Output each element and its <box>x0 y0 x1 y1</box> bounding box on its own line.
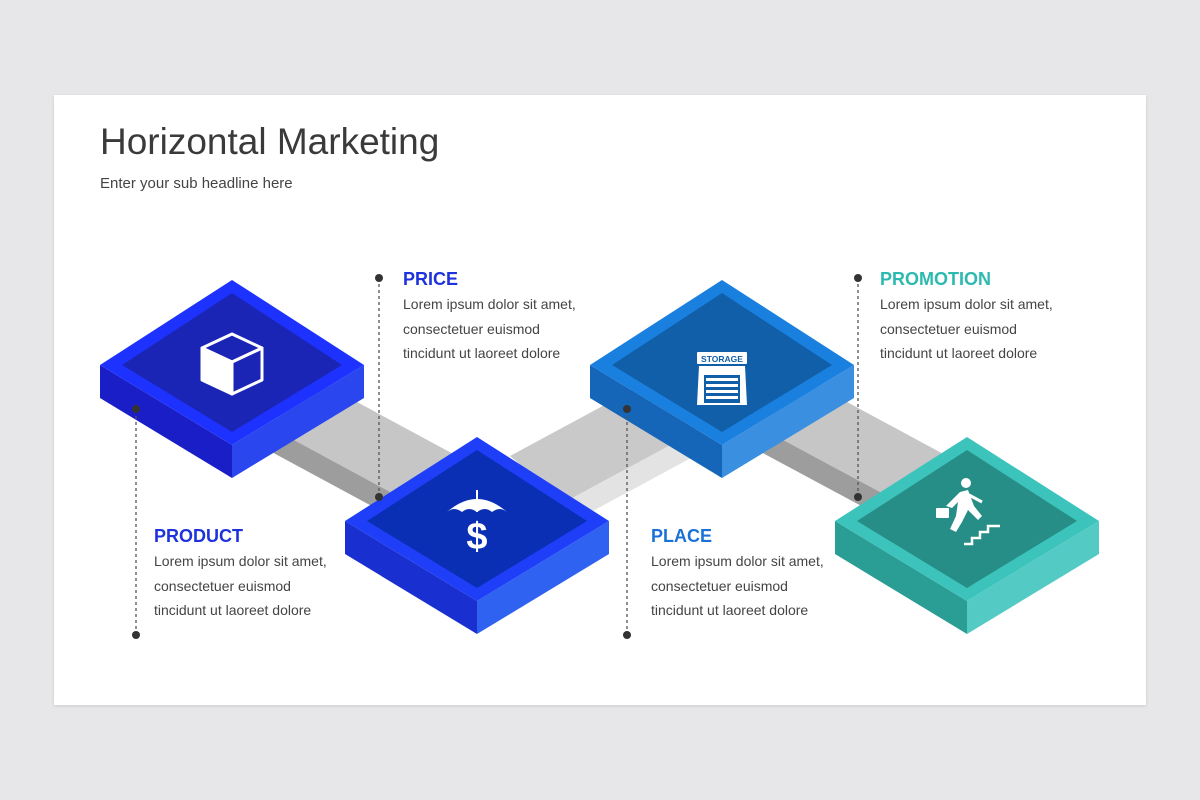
place-desc-line: Lorem ipsum dolor sit amet, <box>651 553 824 569</box>
product-label: PRODUCT <box>154 526 243 546</box>
umbrella-dollar-icon: $ <box>447 490 507 558</box>
slide-subtitle: Enter your sub headline here <box>100 175 293 192</box>
price-desc-line: Lorem ipsum dolor sit amet, <box>403 296 576 312</box>
box-icon <box>200 332 264 396</box>
product-desc-line: consectetuer euismod <box>154 577 291 594</box>
promotion-desc-line: tincidunt ut laoreet dolore <box>880 345 1038 361</box>
leader-product <box>132 405 140 639</box>
storage-icon: STORAGE <box>697 352 747 405</box>
place-desc-line: tincidunt ut laoreet dolore <box>651 602 809 618</box>
leader-price <box>375 274 383 501</box>
block-price: $ <box>345 437 609 634</box>
svg-text:$: $ <box>466 516 487 558</box>
promotion-desc-line: Lorem ipsum dolor sit amet, <box>880 296 1053 312</box>
product-desc-line: tincidunt ut laoreet dolore <box>154 602 312 618</box>
slide-title: Horizontal Marketing <box>100 121 440 162</box>
place-description: Lorem ipsum dolor sit amet, consectetuer… <box>651 549 824 623</box>
svg-text:STORAGE: STORAGE <box>701 354 743 364</box>
price-description: Lorem ipsum dolor sit amet, consectetuer… <box>403 292 576 366</box>
block-place: STORAGE <box>590 280 854 478</box>
block-promotion <box>835 437 1099 634</box>
product-desc-line: Lorem ipsum dolor sit amet, <box>154 553 327 569</box>
climbing-stairs-icon <box>936 478 1000 546</box>
promotion-label: PROMOTION <box>880 269 991 289</box>
leader-place <box>623 405 631 639</box>
place-desc-line: consectetuer euismod <box>651 577 788 594</box>
place-label: PLACE <box>651 526 713 546</box>
promotion-description: Lorem ipsum dolor sit amet, consectetuer… <box>880 292 1053 366</box>
leader-promotion <box>854 274 862 501</box>
price-desc-line: consectetuer euismod <box>403 320 540 337</box>
price-label: PRICE <box>403 269 459 289</box>
price-desc-line: tincidunt ut laoreet dolore <box>403 345 561 361</box>
product-description: Lorem ipsum dolor sit amet, consectetuer… <box>154 549 327 623</box>
promotion-desc-line: consectetuer euismod <box>880 320 1017 337</box>
block-product <box>100 280 364 478</box>
